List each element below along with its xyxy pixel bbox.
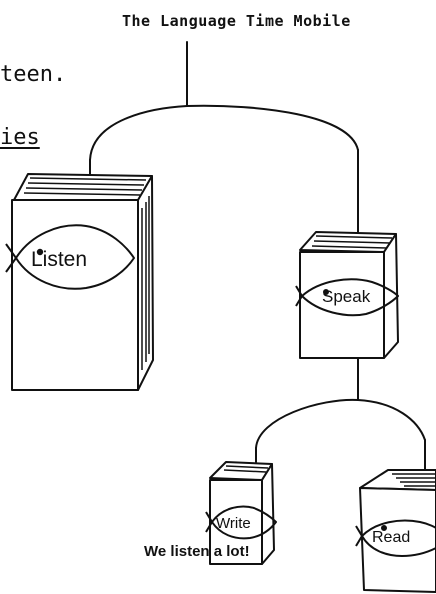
body-text-fragment-2: ies <box>0 125 40 150</box>
speak-label: Speak <box>322 287 371 306</box>
body-text-fragment-1: teen. <box>0 62 67 87</box>
write-book <box>205 461 277 565</box>
listen-label: Listen <box>31 248 87 271</box>
read-book <box>355 469 436 593</box>
listen-book <box>5 173 154 391</box>
caption: We listen a lot! <box>144 543 250 560</box>
speak-book <box>295 231 399 359</box>
read-label: Read <box>372 529 410 546</box>
lower-arm <box>255 398 426 449</box>
top-arm <box>89 104 359 161</box>
write-label: Write <box>216 515 251 532</box>
diagram-title: The Language Time Mobile <box>122 12 351 30</box>
